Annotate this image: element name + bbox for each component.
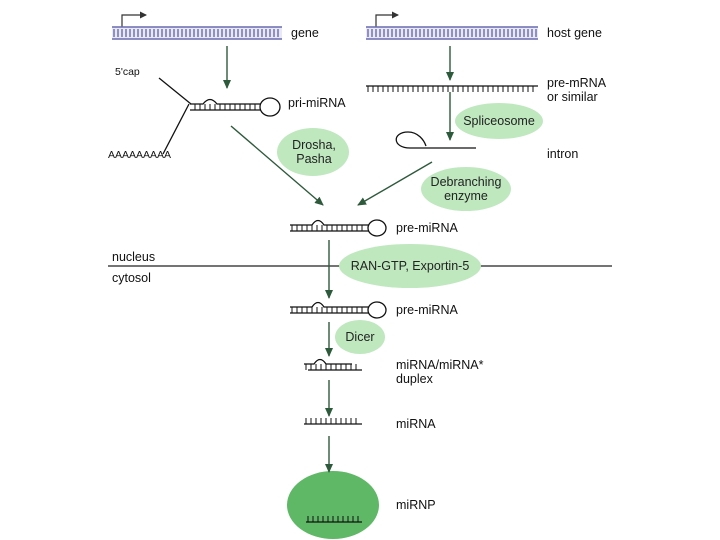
cytosol-label: cytosol xyxy=(112,271,151,285)
spliceosome-label: Spliceosome xyxy=(463,114,535,128)
duplex-label: miRNA/miRNA* duplex xyxy=(396,358,484,386)
debranching-enzyme-label: Debranching enzyme xyxy=(421,175,511,203)
duplex-label-line1: miRNA/miRNA* xyxy=(396,358,484,372)
pri-mirna-label: pri-miRNA xyxy=(288,96,346,110)
pre-mrna-label-line1: pre-mRNA xyxy=(547,76,607,90)
pre-mrna-label: pre-mRNA or similar xyxy=(547,76,606,104)
nucleus-label: nucleus xyxy=(112,250,156,264)
arrow-intron-to-pre-mirna xyxy=(357,161,433,206)
pre-mirna-cytosol-hairpin xyxy=(290,301,387,319)
drosha-label: Drosha, xyxy=(292,138,336,152)
pre-mirna-cytosol-label: pre-miRNA xyxy=(396,303,458,317)
debranching-label-line1: Debranching xyxy=(430,175,502,189)
promoter-arrow-gene xyxy=(121,11,147,30)
poly-a-tail-label: AAAAAAAAA xyxy=(108,149,172,161)
mirnp-label: miRNP xyxy=(396,498,436,512)
base-pair-ticks xyxy=(113,29,537,522)
five-cap-label: 5'cap xyxy=(115,66,140,78)
mirna-label: miRNA xyxy=(396,417,436,431)
spliceosome-ellipse xyxy=(455,103,543,139)
ran-exportin-label: RAN-GTP, Exportin-5 xyxy=(350,259,470,273)
intron-lariat xyxy=(395,131,476,149)
debranching-enzyme-ellipse xyxy=(421,167,511,211)
gene-label: gene xyxy=(291,26,319,40)
pathway-arrows xyxy=(223,46,454,473)
mirna-duplex xyxy=(304,358,362,371)
promoter-arrow-host-gene xyxy=(375,11,399,30)
debranching-label-line2: enzyme xyxy=(444,189,488,203)
drosha-pasha-ellipse xyxy=(277,128,349,176)
ran-exportin-ellipse xyxy=(339,244,481,288)
pre-mrna-label-line2: or similar xyxy=(547,90,598,104)
intron-label: intron xyxy=(547,147,579,161)
dicer-label: Dicer xyxy=(345,330,375,344)
dicer-ellipse xyxy=(335,320,385,354)
pri-mirna-structure xyxy=(158,77,281,155)
pre-mirna-nucleus-label: pre-miRNA xyxy=(396,221,458,235)
pasha-label: Pasha xyxy=(296,152,332,166)
host-gene-label: host gene xyxy=(547,26,602,40)
drosha-pasha-label: Drosha, Pasha xyxy=(280,138,348,166)
pre-mirna-nucleus-hairpin xyxy=(290,219,387,237)
mirnp-complex xyxy=(287,471,379,539)
duplex-label-line2: duplex xyxy=(396,372,433,386)
arrow-pri-to-pre-mirna xyxy=(230,125,324,206)
